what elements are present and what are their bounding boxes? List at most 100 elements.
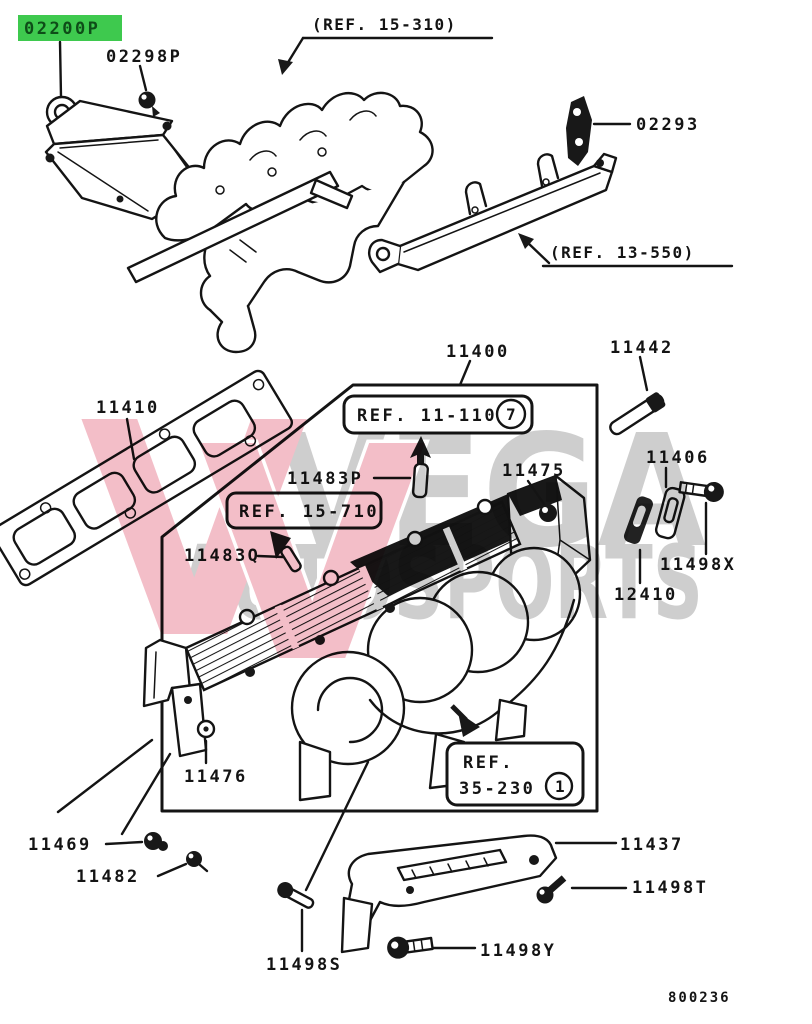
leader-02298P (138, 64, 148, 92)
clip-12410-drawing (623, 496, 653, 585)
leader-11442 (638, 355, 649, 392)
thread (691, 483, 695, 495)
manifold-outlet (208, 304, 257, 354)
leader-02200P (58, 40, 63, 99)
gasket-hole (244, 435, 257, 447)
part-label-11469: 11469 (28, 835, 92, 855)
exhaust-manifold-drawing (126, 91, 434, 354)
stay-leg (340, 896, 374, 954)
part-label-02293: 02293 (636, 115, 700, 135)
stay-body (342, 834, 558, 930)
part-label-11437: 11437 (620, 835, 684, 855)
heat-protector-drawing (44, 40, 206, 221)
gasket-hole (39, 502, 52, 514)
highlight-02200P (18, 15, 122, 41)
ref-box-label-11-110: REF. 11-110 (357, 406, 497, 426)
part-label-11442: 11442 (610, 338, 674, 358)
ref-label-15-310: (REF. 15-310) (312, 15, 457, 34)
rail-joint-gap (274, 604, 300, 650)
ref-11-110-box (342, 394, 534, 435)
manifold-leg (298, 740, 332, 802)
ref-box-outline (225, 491, 383, 530)
bolt-tip (152, 106, 160, 117)
pin-11483P-drawing (372, 462, 429, 499)
ref-box-number-1: 1 (555, 777, 566, 796)
arrowhead (518, 233, 534, 249)
thread (684, 482, 688, 494)
vega-logo-v-icon: V (80, 360, 310, 704)
black-arrow-35-230 (450, 704, 480, 737)
arrowhead (278, 59, 293, 75)
part-label-11400: 11400 (446, 342, 510, 362)
rail-end-cap (592, 152, 618, 174)
part-label-11476: 11476 (184, 767, 248, 787)
leader-11498S-long (304, 760, 370, 892)
bracket-hole (573, 108, 581, 116)
plenum-front-lobe (290, 650, 406, 766)
rail-bracket (464, 181, 488, 216)
gasket-strip (0, 369, 294, 587)
bolt-highlight (539, 889, 545, 895)
ref-box-label-35-230-line1: REF. (463, 753, 514, 773)
watermark-autosports-text: AUTOSPORTS (178, 524, 703, 643)
gasket-hole (124, 507, 137, 519)
bolt-highlight (141, 94, 147, 100)
heat-protector-plate (44, 133, 206, 221)
rail-end-bracket (368, 238, 402, 274)
circled-number (544, 771, 574, 801)
ref-15-310-callout (278, 36, 494, 75)
bolt-11469-drawing (104, 832, 168, 851)
bolt-shaft (198, 863, 209, 873)
rail-hole (471, 206, 479, 214)
rail-joint-gap (358, 565, 384, 611)
ref-box-outline (445, 741, 585, 807)
circled-number (495, 398, 527, 430)
bracket-hole (575, 138, 583, 146)
stay-slot-hatch (411, 857, 489, 879)
leader-11475 (526, 479, 546, 506)
bolt-tip (158, 841, 168, 851)
ref-label-13-550: (REF. 13-550) (550, 243, 695, 262)
watermark-vega-text: VEGA (278, 401, 706, 582)
bracket-02293 (566, 96, 592, 166)
leader-11400 (458, 359, 472, 387)
ref-box-number-7: 7 (506, 405, 517, 424)
arrowhead (458, 712, 480, 737)
pin-11483Q-drawing (256, 545, 302, 573)
clip-11406-drawing (654, 466, 686, 540)
pin-11483P (411, 462, 429, 499)
leader-diagonal (56, 738, 154, 814)
bolt-head (277, 882, 294, 899)
leader-11469 (104, 840, 144, 846)
leader-11482 (156, 862, 188, 878)
leader-diagonal (120, 752, 172, 836)
bolt-11498S-drawing (277, 882, 315, 953)
bolt-11498X-drawing (678, 481, 724, 556)
bolt-dot (529, 855, 539, 865)
bolt-dot (406, 886, 414, 894)
part-label-11406: 11406 (646, 448, 710, 468)
rail-joint-gap (442, 526, 468, 572)
part-label-02200P: 02200P (24, 19, 100, 39)
manifold-collector (199, 180, 406, 318)
nut-11476-drawing (196, 719, 216, 765)
ref-box-label-35-230-line2: 35-230 (459, 779, 535, 799)
gasket-11410-drawing (0, 369, 294, 587)
bolt-highlight (708, 485, 715, 492)
manifold-pipe-stub (309, 178, 354, 210)
manifold-hole (317, 147, 327, 157)
bolt-head (536, 886, 554, 904)
bracket-02293-drawing (566, 96, 632, 166)
stay-11437-drawing (340, 834, 618, 954)
rail-bracket (536, 153, 560, 188)
watermark: VEGA AUTOSPORTS V V (80, 360, 706, 732)
part-label-02298P: 02298P (106, 47, 182, 67)
manifold-hole (267, 167, 277, 177)
stud-11442-drawing (609, 355, 666, 436)
nut-11475-drawing (526, 479, 557, 522)
ref-leader (525, 240, 551, 265)
rail-flange-tab (406, 530, 424, 548)
black-arrow-down (270, 531, 291, 559)
plenum-front-swirl (316, 676, 384, 744)
